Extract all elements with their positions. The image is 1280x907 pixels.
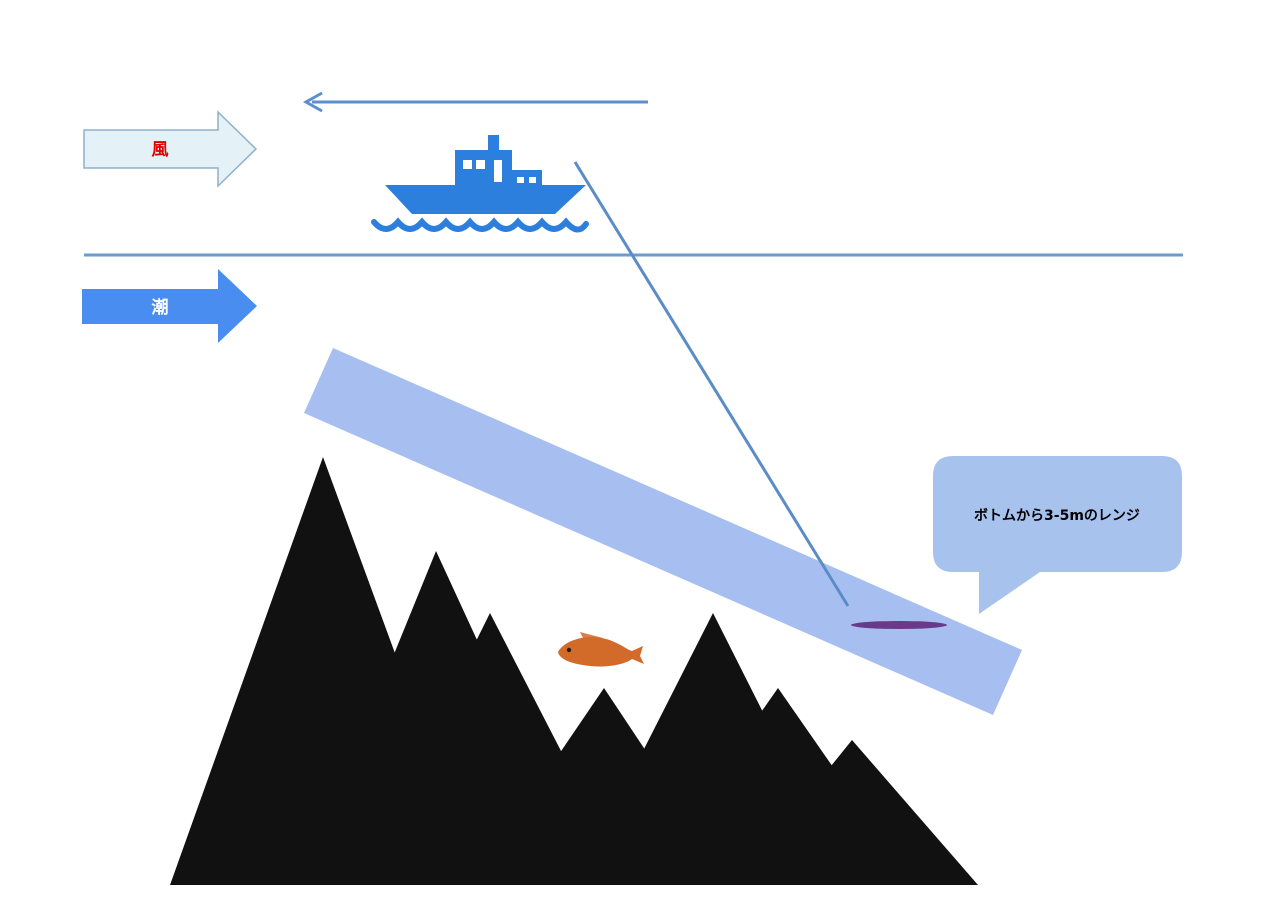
range-callout: ボトムから3-5mのレンジ — [933, 456, 1182, 614]
boat-icon — [371, 135, 589, 233]
wind-label: 風 — [152, 140, 169, 160]
drift-arrow — [302, 91, 648, 113]
wind-arrow-shape — [83, 110, 258, 188]
tide-arrow-shape — [82, 269, 257, 343]
tide-label: 潮 — [152, 297, 169, 318]
range-band — [304, 348, 1022, 715]
callout-text: ボトムから3-5mのレンジ — [974, 508, 1140, 524]
lure-icon — [851, 621, 947, 629]
fishing-line — [573, 161, 850, 607]
wind-arrow: 風 — [83, 110, 258, 188]
seabed-reef — [170, 457, 978, 885]
tide-arrow: 潮 — [82, 269, 257, 343]
callout-bubble — [933, 456, 1182, 614]
left-arrow-icon — [302, 91, 323, 113]
fish-icon — [558, 632, 644, 667]
